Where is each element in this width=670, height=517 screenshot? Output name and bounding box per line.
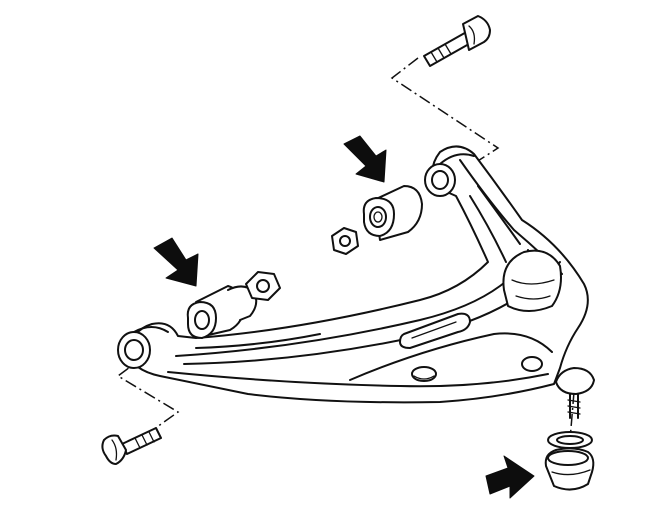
front-bushing: [186, 285, 258, 339]
nut-front: [245, 271, 281, 301]
front-pivot-bolt: [101, 427, 162, 465]
rear-bushing: [362, 185, 423, 241]
rear-pivot-bolt: [423, 15, 491, 67]
ball-joint-boot: [544, 431, 595, 491]
nut: [331, 227, 359, 255]
arrow-rear-bushing: [343, 135, 387, 183]
arrow-ball-joint: [485, 455, 535, 499]
ball-joint: [502, 249, 595, 419]
arrow-front-bushing: [153, 237, 199, 287]
